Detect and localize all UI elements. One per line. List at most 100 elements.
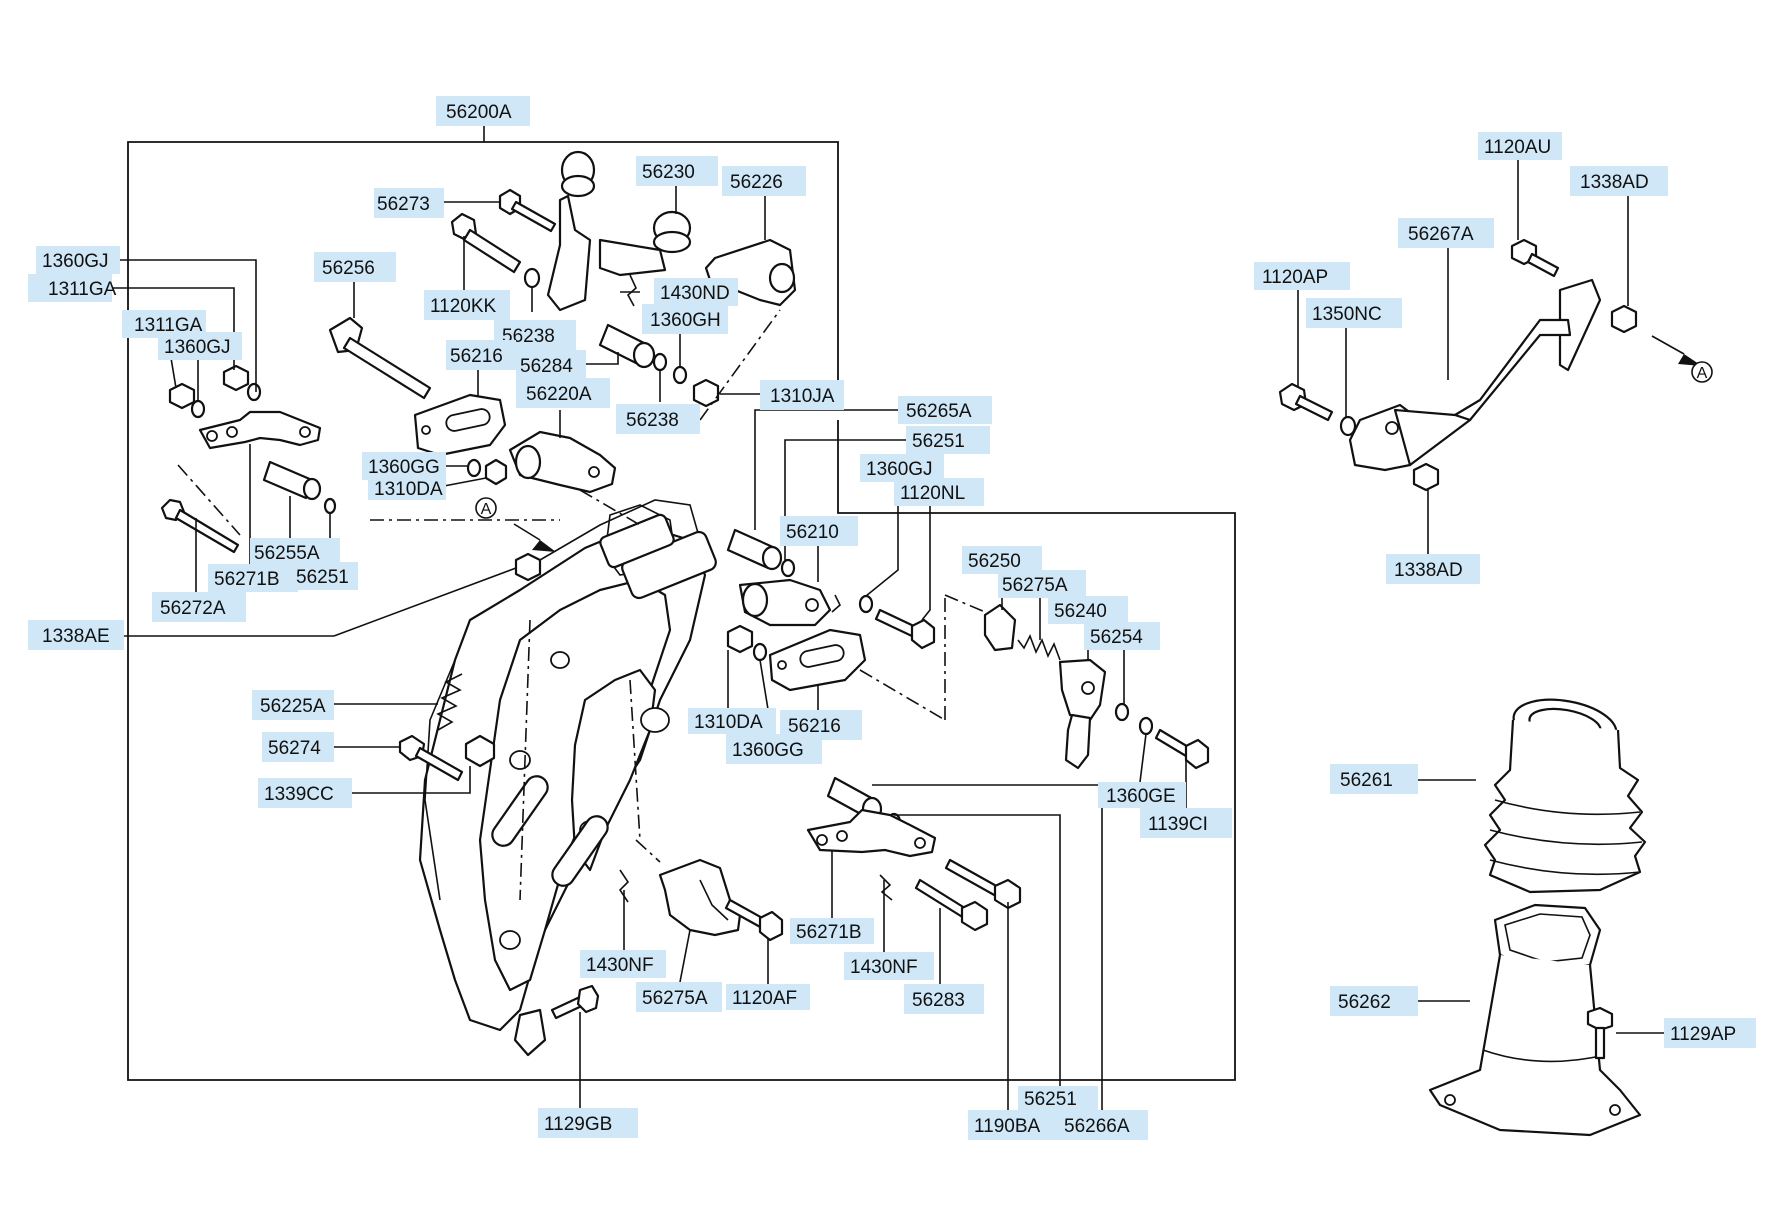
svg-text:56251: 56251 [296, 567, 349, 588]
part-label-56267A[interactable]: 56267A [1398, 218, 1494, 248]
part-label-56254[interactable]: 56254 [1084, 622, 1160, 650]
part-label-56251-a[interactable]: 56251 [906, 426, 990, 454]
part-label-1190BA[interactable]: 1190BA [968, 1110, 1058, 1140]
svg-text:56274: 56274 [268, 738, 321, 759]
part-label-1311GA[interactable]: 1311GA [28, 274, 117, 302]
part-label-56256[interactable]: 56256 [314, 252, 396, 282]
svg-text:1339CC: 1339CC [264, 784, 334, 805]
svg-text:1430NF: 1430NF [586, 955, 654, 976]
svg-text:1360GH: 1360GH [650, 310, 721, 331]
part-label-56284[interactable]: 56284 [516, 350, 586, 380]
part-label-56265A[interactable]: 56265A [898, 396, 992, 424]
part-label-56272A[interactable]: 56272A [152, 592, 246, 622]
part-label-56210[interactable]: 56210 [780, 516, 858, 546]
part-label-56238-b[interactable]: 56238 [616, 404, 700, 434]
part-label-56261[interactable]: 56261 [1330, 764, 1418, 794]
part-label-1310JA[interactable]: 1310JA [760, 380, 844, 410]
part-label-1120AF[interactable]: 1120AF [726, 984, 810, 1010]
svg-text:1129GB: 1129GB [544, 1114, 612, 1135]
part-label-1120AU[interactable]: 1120AU [1478, 132, 1562, 160]
svg-text:1310DA: 1310DA [374, 479, 443, 500]
part-label-56251-c[interactable]: 56251 [1018, 1086, 1098, 1110]
part-label-56275A-b[interactable]: 56275A [636, 982, 722, 1012]
svg-text:1360GG: 1360GG [368, 457, 440, 478]
part-label-1120KK[interactable]: 1120KK [424, 290, 510, 320]
part-label-1339CC[interactable]: 1339CC [258, 778, 352, 808]
svg-text:56220A: 56220A [526, 384, 592, 405]
reference-marker-a-right-text: A [1697, 365, 1708, 382]
svg-text:1338AD: 1338AD [1394, 560, 1463, 581]
part-label-1360GJ[interactable]: 1360GJ [36, 246, 120, 274]
svg-text:56262: 56262 [1338, 992, 1391, 1013]
part-label-56273[interactable]: 56273 [374, 188, 444, 218]
part-label-1310DA-a[interactable]: 1310DA [368, 476, 446, 500]
part-label-56283[interactable]: 56283 [904, 984, 984, 1014]
part-label-1129AP[interactable]: 1129AP [1664, 1018, 1756, 1048]
arrow-to-a-left [513, 523, 556, 552]
part-label-1338AD-a[interactable]: 1338AD [1570, 166, 1668, 196]
part-label-1430NF-a[interactable]: 1430NF [580, 950, 666, 978]
part-label-1139CI[interactable]: 1139CI [1140, 808, 1232, 838]
leader-lines [104, 160, 1664, 1110]
svg-text:56251: 56251 [1024, 1089, 1077, 1110]
part-label-56262[interactable]: 56262 [1330, 986, 1418, 1016]
part-label-56251-b[interactable]: 56251 [294, 562, 358, 590]
svg-text:56272A: 56272A [160, 598, 226, 619]
part-label-1120AP[interactable]: 1120AP [1254, 262, 1350, 290]
svg-text:56273: 56273 [377, 194, 430, 215]
part-label-56216-a[interactable]: 56216 [446, 340, 516, 370]
part-labels: 56200A 56273 56230 56226 1360GJ 1311GA 5… [28, 96, 1756, 1140]
part-label-56240[interactable]: 56240 [1048, 596, 1128, 624]
svg-text:1190BA: 1190BA [974, 1116, 1041, 1137]
part-label-56230[interactable]: 56230 [636, 156, 718, 186]
svg-text:56275A: 56275A [1002, 575, 1068, 596]
svg-text:1430ND: 1430ND [660, 283, 730, 304]
part-label-1350NC[interactable]: 1350NC [1306, 298, 1402, 328]
part-label-56226[interactable]: 56226 [722, 166, 806, 196]
svg-text:56267A: 56267A [1408, 224, 1474, 245]
part-label-1338AE[interactable]: 1338AE [28, 620, 124, 650]
part-label-56274[interactable]: 56274 [262, 732, 334, 762]
svg-text:56275A: 56275A [642, 988, 708, 1009]
svg-text:56240: 56240 [1054, 601, 1107, 622]
svg-text:56226: 56226 [730, 172, 783, 193]
part-label-1360GH[interactable]: 1360GH [642, 304, 728, 334]
part-label-1360GG-b[interactable]: 1360GG [726, 734, 822, 764]
part-label-1310DA-b[interactable]: 1310DA [688, 708, 776, 734]
part-label-56225A[interactable]: 56225A [252, 690, 334, 720]
svg-text:1310DA: 1310DA [694, 712, 763, 733]
part-label-1360GE[interactable]: 1360GE [1098, 782, 1186, 808]
part-label-56271B-a[interactable]: 56271B [208, 564, 298, 592]
svg-text:1120NL: 1120NL [900, 483, 965, 504]
svg-text:1360GJ: 1360GJ [42, 251, 109, 272]
part-label-56255A[interactable]: 56255A [250, 538, 340, 566]
svg-text:56251: 56251 [912, 431, 965, 452]
part-label-1360GJ-b[interactable]: 1360GJ [158, 332, 242, 360]
svg-text:1139CI: 1139CI [1148, 814, 1208, 835]
part-label-1360GJ-c[interactable]: 1360GJ [860, 454, 944, 482]
part-label-1430ND[interactable]: 1430ND [654, 278, 738, 306]
part-label-56220A[interactable]: 56220A [516, 378, 610, 408]
part-label-56250[interactable]: 56250 [962, 546, 1042, 574]
svg-text:56200A: 56200A [446, 102, 512, 123]
reference-marker-a-left-text: A [481, 501, 492, 518]
part-label-56275A-a[interactable]: 56275A [998, 570, 1086, 598]
part-label-56271B-b[interactable]: 56271B [790, 918, 874, 944]
part-label-1338AD-b[interactable]: 1338AD [1386, 554, 1480, 584]
part-label-56200A[interactable]: 56200A [436, 96, 530, 126]
svg-text:1120KK: 1120KK [430, 296, 497, 317]
right-lever-group [726, 528, 1210, 770]
part-label-1430NF-b[interactable]: 1430NF [844, 952, 934, 980]
part-label-1360GG-a[interactable]: 1360GG [362, 452, 446, 480]
part-label-1120NL[interactable]: 1120NL [894, 478, 984, 506]
part-label-56266A[interactable]: 56266A [1058, 1110, 1148, 1140]
part-label-1129GB[interactable]: 1129GB [538, 1108, 638, 1138]
reference-marker-a-left: A [475, 497, 497, 519]
view-a-pedal-arm-group [1278, 238, 1702, 492]
svg-text:56230: 56230 [642, 162, 695, 183]
svg-text:56238: 56238 [626, 410, 679, 431]
svg-text:1310JA: 1310JA [770, 386, 835, 407]
svg-text:1350NC: 1350NC [1312, 304, 1382, 325]
svg-text:56271B: 56271B [214, 569, 280, 590]
svg-text:1360GE: 1360GE [1106, 786, 1176, 807]
